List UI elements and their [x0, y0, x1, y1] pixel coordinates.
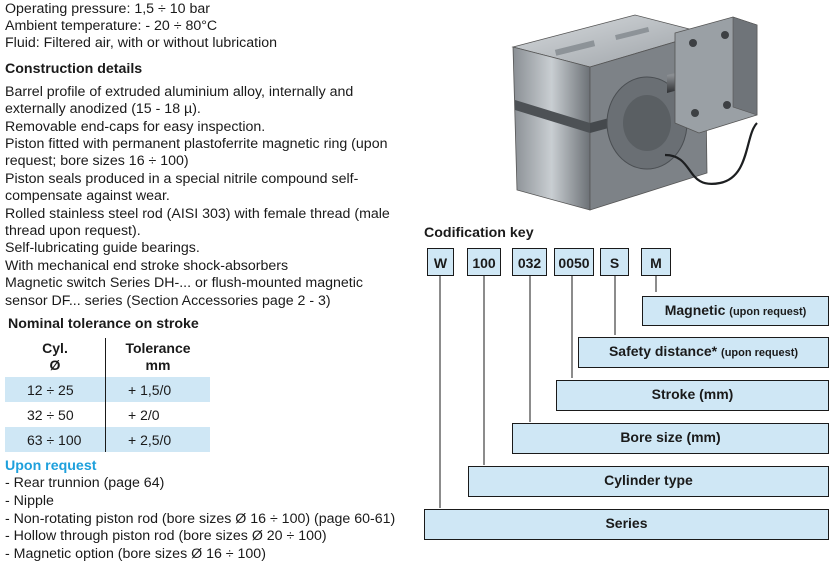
label-safety-text: Safety distance* [608, 343, 718, 359]
upon-request-item: - Rear trunnion (page 64) [5, 475, 165, 491]
construction-line: externally anodized (15 - 18 µ). [5, 101, 201, 117]
tolerance-header-cyl: Cyl. Ø [5, 338, 106, 377]
table-row: 63 ÷ 100 + 2,5/0 [5, 427, 210, 452]
tolerance-header-tol: Tolerance mm [106, 338, 211, 377]
construction-line: Piston seals produced in a special nitri… [5, 171, 359, 187]
tolerance-title: Nominal tolerance on stroke [8, 316, 199, 332]
label-series: Series [424, 509, 829, 540]
construction-line: compensate against wear. [5, 188, 170, 204]
construction-line: Rolled stainless steel rod (AISI 303) wi… [5, 206, 390, 222]
cell-cyl: 63 ÷ 100 [5, 427, 106, 452]
label-magnetic: Magnetic (upon request) [642, 296, 829, 326]
upon-request-item: - Hollow through piston rod (bore sizes … [5, 528, 327, 544]
spec-temperature: Ambient temperature: - 20 ÷ 80°C [5, 18, 218, 34]
construction-line: Piston fitted with permanent plastoferri… [5, 136, 388, 152]
construction-line: Self-lubricating guide bearings. [5, 240, 200, 256]
code-box-series: W [427, 248, 454, 276]
tolerance-header-row: Cyl. Ø Tolerance mm [5, 338, 210, 377]
header-tol-line2: mm [145, 357, 171, 373]
upon-request-item: - Nipple [5, 493, 54, 509]
label-safety-note: (upon request) [721, 347, 799, 359]
code-box-stroke: 0050 [554, 248, 594, 276]
construction-line: request; bore sizes 16 ÷ 100) [5, 153, 189, 169]
label-cylinder-type: Cylinder type [468, 466, 829, 497]
cell-tol: + 1,5/0 [105, 377, 210, 402]
cell-cyl: 32 ÷ 50 [5, 402, 106, 427]
code-box-cylinder-type: 100 [467, 248, 501, 276]
tolerance-table: Cyl. Ø Tolerance mm 12 ÷ 25 + 1,5/0 32 ÷… [5, 338, 210, 452]
code-box-magnetic: M [641, 248, 671, 276]
construction-title: Construction details [5, 61, 143, 77]
codification-title: Codification key [424, 225, 534, 241]
construction-line: Magnetic switch Series DH-... or flush-m… [5, 275, 363, 291]
code-box-safety: S [600, 248, 629, 276]
construction-line: Removable end-caps for easy inspection. [5, 119, 266, 135]
label-safety-distance: Safety distance* (upon request) [578, 337, 829, 368]
construction-line: Barrel profile of extruded aluminium all… [5, 84, 354, 100]
table-row: 32 ÷ 50 + 2/0 [5, 402, 210, 427]
cell-tol: + 2,5/0 [105, 427, 210, 452]
label-magnetic-note: (upon request) [729, 306, 807, 318]
label-magnetic-text: Magnetic [664, 302, 726, 318]
table-row: 12 ÷ 25 + 1,5/0 [5, 377, 210, 402]
cell-tol: + 2/0 [128, 406, 160, 423]
header-cyl-line1: Cyl. [42, 340, 68, 356]
label-stroke: Stroke (mm) [556, 380, 829, 411]
upon-request-title: Upon request [5, 458, 97, 474]
construction-line: thread upon request). [5, 223, 141, 239]
upon-request-item: - Non-rotating piston rod (bore sizes Ø … [5, 511, 396, 527]
header-tol-line1: Tolerance [125, 340, 191, 356]
construction-line: With mechanical end stroke shock-absorbe… [5, 258, 289, 274]
spec-fluid: Fluid: Filtered air, with or without lub… [5, 35, 278, 51]
cylinder-photo [511, 14, 758, 211]
header-cyl-line2: Ø [49, 357, 61, 373]
construction-line: sensor DF... series (Section Accessories… [5, 293, 331, 309]
label-bore-size: Bore size (mm) [512, 423, 829, 454]
spec-pressure: Operating pressure: 1,5 ÷ 10 bar [5, 1, 210, 17]
upon-request-item: - Magnetic option (bore sizes Ø 16 ÷ 100… [5, 546, 266, 562]
code-box-bore: 032 [512, 248, 547, 276]
cell-cyl: 12 ÷ 25 [5, 377, 106, 402]
